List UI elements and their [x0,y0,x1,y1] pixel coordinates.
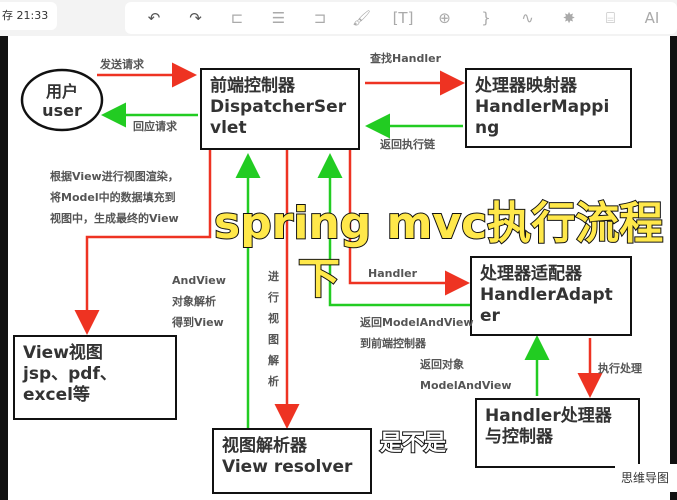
user-label-cn: 用户 [45,82,78,101]
undo-icon[interactable]: ↶ [147,9,161,27]
node-text: 处理器映射器 [475,76,577,96]
summary-icon[interactable]: } [481,9,491,27]
node-text: jsp、pdf、 [23,364,117,384]
arrow-to-view [74,150,212,335]
label-render: 根据View进行视图渲染，将Model中的数据填充到视图中，生成最终的View [50,170,179,225]
node-text: HandlerAdapt [480,285,613,305]
arrow-to-adapter [348,150,470,296]
node-text: er [480,306,500,326]
node-text: vlet [210,118,247,138]
user-label-en: user [42,101,82,120]
parent-node-icon[interactable]: ⊐ [313,9,327,27]
node-text: excel等 [23,385,90,405]
right-edge [670,36,677,500]
node-text: View resolver [222,457,353,477]
node-text: ng [475,118,500,138]
user-node-shape[interactable] [20,68,104,132]
node-text: View视图 [23,343,103,363]
node-text: 前端控制器 [210,76,295,96]
format-painter-icon[interactable]: 🖌 [351,9,372,27]
left-edge [0,36,8,500]
sibling-node-icon[interactable]: ☰ [271,9,286,27]
arrow-adapter-return [317,153,470,307]
label-vertical: 进行视图解析 [268,270,279,388]
child-node-icon[interactable]: ⊏ [230,9,244,27]
ai-icon[interactable]: AI [644,9,660,27]
node-text: 处理器适配器 [480,264,582,284]
presentation-icon[interactable]: ⌸ [605,9,615,27]
toolbar: ↶ ↷ ⊏ ☰ ⊐ 🖌 [T] ⊕} ∿ ✸ ⌸ AI [125,2,677,34]
caption-title: spring mvc执行流程 [213,198,664,249]
caption-sub: 下 [297,254,341,303]
label-handler: Handler [368,267,417,280]
user-node[interactable]: 用户 user [22,82,102,120]
node-text: 与控制器 [485,427,553,447]
label-return-chain: 返回执行链 [380,138,435,151]
label-execute: 执行处理 [598,362,642,375]
node-text: DispatcherSer [210,97,347,117]
node-text: HandlerMappi [475,97,610,117]
redo-icon[interactable]: ↷ [189,9,202,27]
label-reply: 回应请求 [133,120,177,133]
node-text: Handler处理器 [485,406,612,426]
label-send: 发送请求 [100,58,144,71]
handler-node[interactable]: Handler处理器与控制器 [475,398,640,468]
style-icon[interactable]: ✸ [562,9,576,27]
subtitle: 是不是 [379,430,447,456]
relation-icon[interactable]: ∿ [521,9,534,27]
save-status: 存 21:33 [0,2,57,30]
mindmap-label[interactable]: 思维导图 [615,464,677,492]
text-icon[interactable]: [T] [392,9,414,27]
insert-icon[interactable]: ⊕ [438,9,451,27]
label-find: 查找Handler [370,52,441,65]
node-text: 视图解析器 [222,436,307,456]
